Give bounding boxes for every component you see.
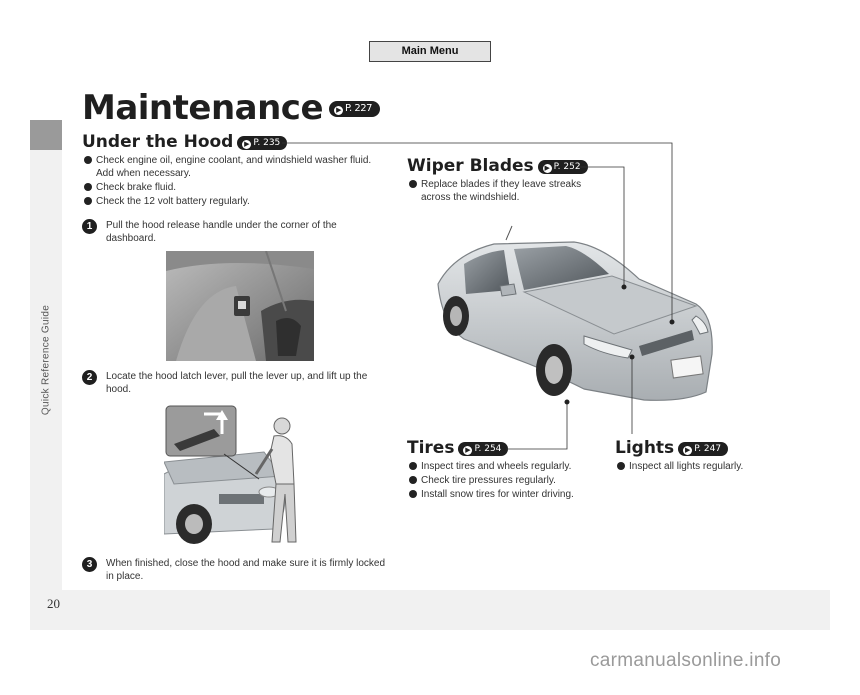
title-ref-text: P. 227 <box>345 103 372 114</box>
footer-bar <box>30 590 830 630</box>
step-3: 3 When finished, close the hood and make… <box>82 557 392 583</box>
hood-release-photo <box>166 251 314 361</box>
title-ref-link[interactable]: ▶P. 227 <box>329 101 380 117</box>
under-hood-ref-text: P. 235 <box>253 138 281 148</box>
under-hood-bullets: Check engine oil, engine coolant, and wi… <box>82 154 382 209</box>
list-item: Check brake fluid. <box>82 181 382 194</box>
car-photo <box>434 224 718 406</box>
page-number: 20 <box>47 596 60 611</box>
lights-ref-text: P. 247 <box>694 444 722 454</box>
arrow-right-icon: ▶ <box>542 164 552 173</box>
lift-hood-illustration <box>164 404 322 548</box>
under-hood-ref-link[interactable]: ▶P. 235 <box>237 136 288 150</box>
list-item: Check tire pressures regularly. <box>407 474 607 487</box>
side-strip <box>30 120 62 590</box>
wiper-blades-ref-text: P. 252 <box>553 162 581 172</box>
page-title: Maintenance ▶P. 227 <box>82 88 380 128</box>
wiper-blades-ref-link[interactable]: ▶P. 252 <box>537 160 588 174</box>
lights-bullets: Inspect all lights regularly. <box>615 460 805 474</box>
wiper-blades-title-text: Wiper Blades <box>407 156 534 176</box>
lights-ref-link[interactable]: ▶P. 247 <box>678 442 729 456</box>
step-number-badge: 1 <box>82 219 97 234</box>
car-illustration <box>434 224 718 406</box>
wiper-blades-bullets: Replace blades if they leave streaks acr… <box>407 178 607 205</box>
tires-title: Tires▶P. 254 <box>407 438 509 458</box>
under-hood-title: Under the Hood▶P. 235 <box>82 132 288 152</box>
list-item: Check the 12 volt battery regularly. <box>82 195 382 208</box>
tires-title-text: Tires <box>407 438 455 458</box>
step-text: Locate the hood latch lever, pull the le… <box>106 371 368 395</box>
list-item: Inspect all lights regularly. <box>615 460 805 473</box>
lights-title-text: Lights <box>615 438 675 458</box>
arrow-right-icon: ▶ <box>242 140 252 149</box>
step-text: When finished, close the hood and make s… <box>106 558 386 582</box>
side-tab[interactable] <box>30 120 62 150</box>
step-number-badge: 3 <box>82 557 97 572</box>
list-item: Check engine oil, engine coolant, and wi… <box>82 154 382 180</box>
step-2: 2 Locate the hood latch lever, pull the … <box>82 370 392 396</box>
step-1: 1 Pull the hood release handle under the… <box>82 219 387 245</box>
under-hood-title-text: Under the Hood <box>82 132 234 152</box>
hood-release-illustration <box>166 251 314 361</box>
lift-hood-photo <box>164 404 322 548</box>
list-item: Inspect tires and wheels regularly. <box>407 460 607 473</box>
tires-bullets: Inspect tires and wheels regularly. Chec… <box>407 460 607 502</box>
list-item: Install snow tires for winter driving. <box>407 488 607 501</box>
main-menu-button[interactable]: Main Menu <box>369 41 491 62</box>
watermark: carmanualsonline.info <box>590 650 782 671</box>
tires-ref-link[interactable]: ▶P. 254 <box>458 442 509 456</box>
wiper-blades-title: Wiper Blades▶P. 252 <box>407 156 588 176</box>
lights-title: Lights▶P. 247 <box>615 438 729 458</box>
step-number-badge: 2 <box>82 370 97 385</box>
list-item: Replace blades if they leave streaks acr… <box>407 178 607 204</box>
page-title-text: Maintenance <box>82 88 324 128</box>
arrow-right-icon: ▶ <box>463 446 473 455</box>
tires-ref-text: P. 254 <box>474 444 502 454</box>
arrow-right-icon: ▶ <box>683 446 693 455</box>
arrow-right-icon: ▶ <box>334 106 344 115</box>
side-section-label: Quick Reference Guide <box>40 304 52 416</box>
step-text: Pull the hood release handle under the c… <box>106 220 337 244</box>
